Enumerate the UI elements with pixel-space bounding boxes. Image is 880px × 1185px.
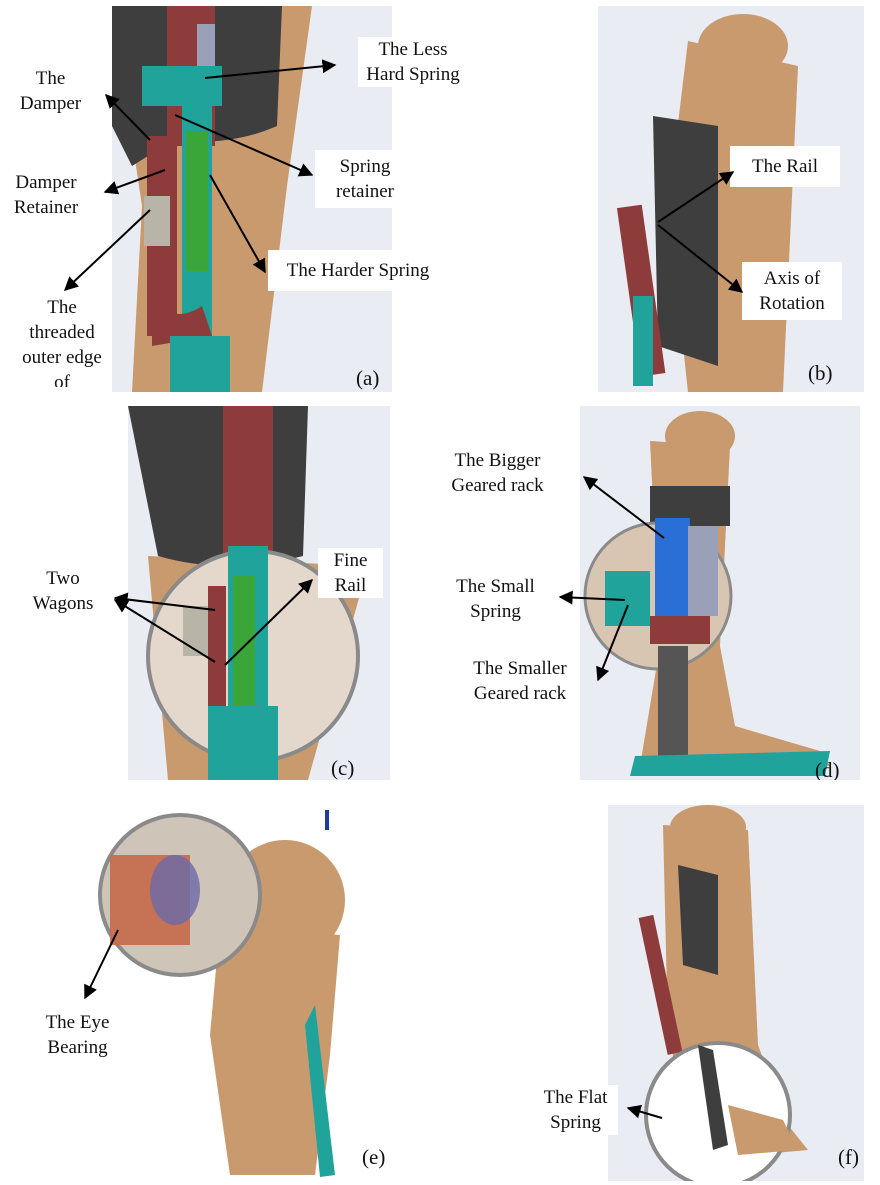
panel-b-render: [598, 6, 864, 392]
panel-b-tag: (b): [808, 361, 833, 385]
panel-d: (d): [580, 406, 860, 780]
label-fine-rail: Fine Rail: [318, 548, 383, 598]
panel-e: (e): [80, 805, 392, 1181]
panel-f-render: [608, 805, 864, 1181]
label-spring-retainer: Spring retainer: [315, 150, 415, 208]
label-axis-rotation: Axis of Rotation: [742, 262, 842, 320]
panel-f-tag: (f): [838, 1145, 859, 1169]
panel-b: (b): [598, 6, 864, 392]
label-harder-spring: The Harder Spring: [268, 250, 448, 291]
label-damper: The Damper: [8, 66, 93, 116]
label-small-spring: The Small Spring: [448, 574, 543, 624]
panel-d-tag: (d): [815, 758, 840, 780]
label-eye-bearing: The Eye Bearing: [30, 1010, 125, 1060]
panel-e-render: [80, 805, 392, 1181]
label-rail: The Rail: [730, 146, 840, 187]
label-two-wagons: Two Wagons: [18, 566, 108, 616]
panel-d-render: [580, 406, 860, 780]
label-less-hard-spring: The Less Hard Spring: [358, 37, 468, 87]
panel-a-tag: (a): [356, 366, 380, 390]
panel-f: (f): [608, 805, 864, 1181]
label-damper-retainer: Damper Retainer: [2, 170, 90, 220]
label-threaded-edge: The threaded outer edge of: [12, 295, 112, 387]
label-bigger-rack: The Bigger Geared rack: [440, 448, 555, 498]
panel-c-tag: (c): [331, 756, 355, 780]
panel-e-tag: (e): [362, 1145, 386, 1169]
label-smaller-rack: The Smaller Geared rack: [460, 656, 580, 706]
label-flat-spring: The Flat Spring: [533, 1085, 618, 1135]
